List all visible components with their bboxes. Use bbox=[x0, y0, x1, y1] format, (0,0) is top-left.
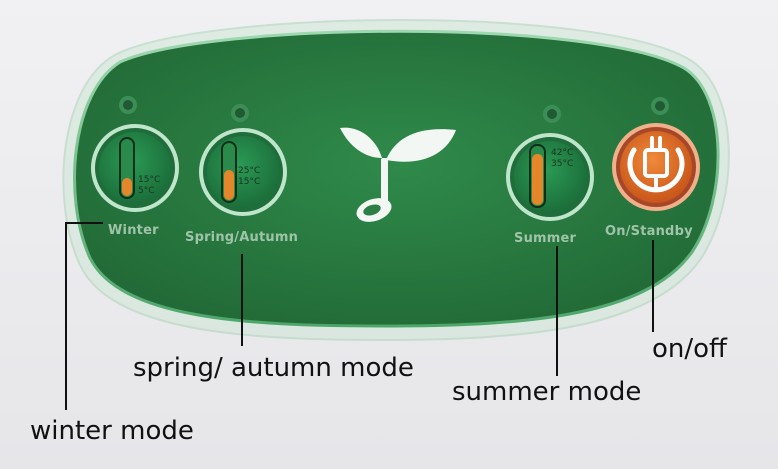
spring-autumn-button[interactable] bbox=[201, 130, 285, 214]
indicator-led-winter bbox=[119, 96, 137, 114]
spring-autumn-temp-range: 25°C 15°C bbox=[238, 166, 261, 187]
winter-temp-range: 15°C 5°C bbox=[138, 175, 161, 196]
spring-autumn-label: Spring/Autumn bbox=[185, 230, 299, 245]
summer-button-graphic bbox=[506, 133, 594, 221]
summer-label: Summer bbox=[514, 231, 577, 246]
on-standby-label: On/Standby bbox=[605, 224, 693, 239]
spring-autumn-mode-callout: spring/ autumn mode bbox=[133, 353, 414, 383]
winter-callout-line-v bbox=[65, 222, 67, 410]
indicator-led-power bbox=[651, 97, 669, 115]
power-plug-icon bbox=[627, 136, 685, 193]
power-button-graphic bbox=[612, 123, 700, 211]
summer-mode-callout: summer mode bbox=[452, 377, 642, 407]
summer-temp-range: 42°C 35°C bbox=[551, 148, 574, 169]
winter-button-graphic bbox=[91, 124, 179, 212]
winter-button[interactable] bbox=[93, 126, 177, 210]
summer-callout-line bbox=[556, 246, 558, 376]
leaf-music-note-icon bbox=[340, 127, 456, 222]
winter-mode-callout: winter mode bbox=[30, 416, 194, 446]
summer-button[interactable] bbox=[508, 135, 592, 219]
spring-autumn-button-graphic bbox=[199, 128, 287, 216]
power-button[interactable] bbox=[614, 125, 698, 209]
on-off-callout: on/off bbox=[652, 334, 727, 364]
winter-callout-line-h bbox=[65, 222, 103, 224]
indicator-led-spring-autumn bbox=[231, 104, 249, 122]
power-callout-line bbox=[652, 240, 654, 332]
spring-autumn-callout-line bbox=[241, 254, 243, 346]
winter-label: Winter bbox=[108, 223, 159, 238]
indicator-led-summer bbox=[543, 105, 561, 123]
